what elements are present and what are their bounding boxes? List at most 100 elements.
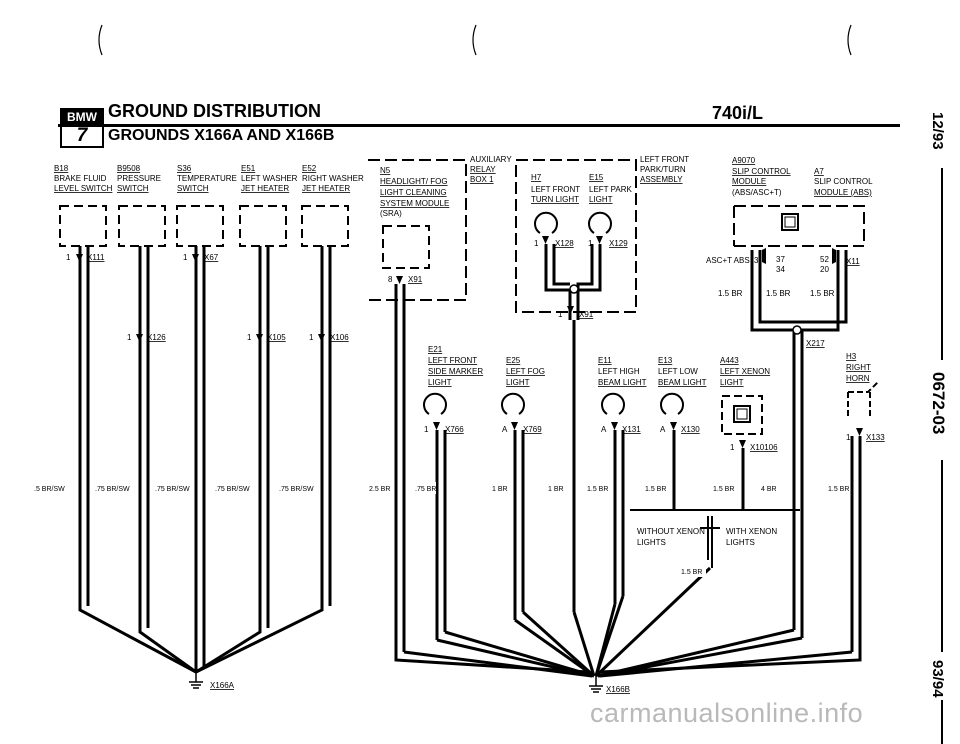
conn-x105: X105 bbox=[267, 333, 286, 342]
a9070-line2: MODULE bbox=[732, 177, 766, 186]
pin-e13: A bbox=[660, 425, 666, 434]
s36-id: S36 bbox=[177, 164, 192, 173]
without-xenon-2: LIGHTS bbox=[637, 538, 666, 547]
e25-id: E25 bbox=[506, 356, 521, 365]
asc-pin3: 3 bbox=[754, 256, 759, 265]
h7-id: H7 bbox=[531, 173, 542, 182]
relay-line2: RELAY bbox=[470, 165, 496, 174]
wire-r-8: 4 BR bbox=[761, 486, 777, 493]
pin-e15: 1 bbox=[588, 239, 593, 248]
wire-left-4: .75 BR/SW bbox=[215, 486, 250, 493]
wire-r-asc1: 1.5 BR bbox=[718, 289, 743, 298]
top-marks bbox=[98, 24, 852, 56]
e15-id: E15 bbox=[589, 173, 604, 182]
ground-x166b: X166B bbox=[606, 685, 630, 694]
header-rule bbox=[58, 124, 900, 127]
b18-id: B18 bbox=[54, 164, 69, 173]
pin-e21: 1 bbox=[424, 425, 429, 434]
wire-r-4: 1 BR bbox=[548, 486, 564, 493]
a7-line2: MODULE (ABS) bbox=[814, 188, 872, 197]
e51-line1: LEFT WASHER bbox=[241, 174, 298, 183]
n5-line1: HEADLIGHT/ FOG bbox=[380, 177, 448, 186]
a443-line2: LIGHT bbox=[720, 378, 744, 387]
without-xenon-1: WITHOUT XENON bbox=[637, 527, 705, 536]
pin-x105: 1 bbox=[247, 333, 252, 342]
conn-e25: X769 bbox=[523, 425, 542, 434]
wire-left-3: .75 BR/SW bbox=[155, 486, 190, 493]
relay-line1: AUXILIARY bbox=[470, 155, 512, 164]
b9508-id: B9508 bbox=[117, 164, 141, 173]
a9070-line1: SLIP CONTROL bbox=[732, 167, 791, 176]
e21-line3: LIGHT bbox=[428, 378, 452, 387]
conn-x106: X106 bbox=[330, 333, 349, 342]
asc-label: ASC+T ABS bbox=[706, 256, 750, 265]
conn-n5: X91 bbox=[408, 275, 423, 284]
h3-line2: HORN bbox=[846, 374, 870, 383]
e11-line1: LEFT HIGH bbox=[598, 367, 640, 376]
pin-h3: 1 bbox=[846, 433, 851, 442]
b9508-line2: SWITCH bbox=[117, 184, 149, 193]
conn-e13: X130 bbox=[681, 425, 700, 434]
with-xenon-1: WITH XENON bbox=[726, 527, 777, 536]
conn-x67: X67 bbox=[204, 253, 219, 262]
asc-pin52: 52 bbox=[820, 255, 829, 264]
a443-id: A443 bbox=[720, 356, 739, 365]
module-icon bbox=[781, 213, 799, 231]
watermark: carmanualsonline.info bbox=[590, 698, 864, 728]
wire-left-2: .75 BR/SW bbox=[95, 486, 130, 493]
e52-line2: JET HEATER bbox=[302, 184, 350, 193]
left-group: B18 BRAKE FLUID LEVEL SWITCH B9508 PRESS… bbox=[32, 164, 364, 690]
wire-r-1: 2.5 BR bbox=[369, 486, 390, 493]
a443-line1: LEFT XENON bbox=[720, 367, 770, 376]
conn-e11: X131 bbox=[622, 425, 641, 434]
n5-line2: LIGHT CLEANING bbox=[380, 188, 447, 197]
h7-line1: LEFT FRONT bbox=[531, 185, 580, 194]
wire-r-asc3: 1.5 BR bbox=[810, 289, 835, 298]
pin-a443: 1 bbox=[730, 443, 735, 452]
asc-pin37: 37 bbox=[776, 255, 785, 264]
conn-e15: X129 bbox=[609, 239, 628, 248]
asm-line3: ASSEMBLY bbox=[640, 175, 683, 184]
conn-h7: X128 bbox=[555, 239, 574, 248]
pin-h7: 1 bbox=[534, 239, 539, 248]
pin-e11: A bbox=[601, 425, 607, 434]
pin-n5: 8 bbox=[388, 275, 393, 284]
e25-line2: LIGHT bbox=[506, 378, 530, 387]
pin-x106: 1 bbox=[309, 333, 314, 342]
right-group: AUXILIARY RELAY BOX 1 N5 HEADLIGHT/ FOG … bbox=[368, 155, 885, 694]
wire-left-1: .5 BR/SW bbox=[34, 486, 65, 493]
asc-pin34: 34 bbox=[776, 265, 785, 274]
wire-r-2: .75 BR bbox=[415, 486, 436, 493]
e52-id: E52 bbox=[302, 164, 317, 173]
pin-e25: A bbox=[502, 425, 508, 434]
e51-line2: JET HEATER bbox=[241, 184, 289, 193]
e13-id: E13 bbox=[658, 356, 673, 365]
page-title: GROUND DISTRIBUTION bbox=[108, 101, 321, 121]
wire-r-asc2: 1.5 BR bbox=[766, 289, 791, 298]
with-xenon-2: LIGHTS bbox=[726, 538, 755, 547]
conn-a443: X10106 bbox=[750, 443, 778, 452]
asc-conn: X11 bbox=[846, 257, 860, 266]
wire-left-5: .75 BR/SW bbox=[279, 486, 314, 493]
pin-x126: 1 bbox=[127, 333, 132, 342]
conn-h3: X133 bbox=[866, 433, 885, 442]
b18-line2: LEVEL SWITCH bbox=[54, 184, 113, 193]
n5-line4: (SRA) bbox=[380, 209, 402, 218]
e51-id: E51 bbox=[241, 164, 256, 173]
wire-r-xenon: 1.5 BR bbox=[681, 569, 702, 576]
asm-line2: PARK/TURN bbox=[640, 165, 686, 174]
h3-line1: RIGHT bbox=[846, 363, 871, 372]
pin-x91b: 1 bbox=[558, 310, 563, 319]
wire-r-5: 1.5 BR bbox=[587, 486, 608, 493]
e13-line1: LEFT LOW bbox=[658, 367, 698, 376]
s36-line1: TEMPERATURE bbox=[177, 174, 237, 183]
b18-line1: BRAKE FLUID bbox=[54, 174, 107, 183]
conn-x111: X111 bbox=[87, 253, 105, 262]
a7-line1: SLIP CONTROL bbox=[814, 177, 873, 186]
n5-id: N5 bbox=[380, 166, 391, 175]
e21-line1: LEFT FRONT bbox=[428, 356, 477, 365]
e15-line2: LIGHT bbox=[589, 195, 613, 204]
n5-line3: SYSTEM MODULE bbox=[380, 199, 449, 208]
relay-line3: BOX 1 bbox=[470, 175, 494, 184]
